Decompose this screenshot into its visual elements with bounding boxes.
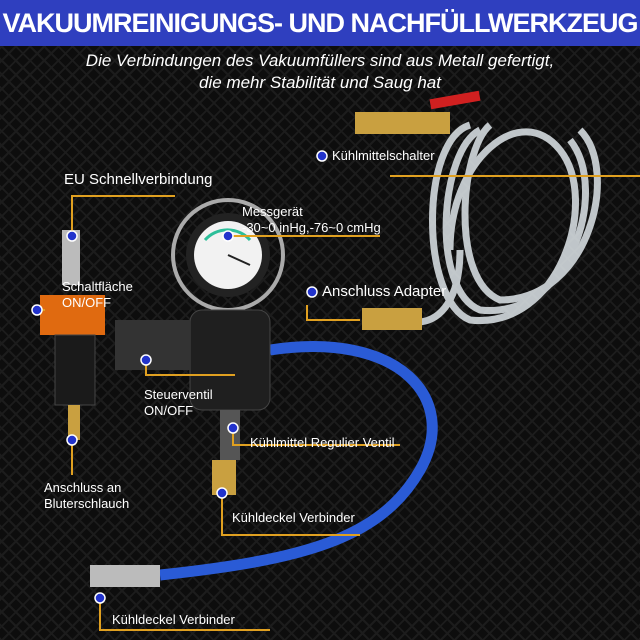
- label-kuehldeckel-verbinder: Kühldeckel Verbinder: [232, 510, 355, 525]
- subtitle-line: die mehr Stabilität und Saug hat: [199, 73, 441, 92]
- adapter: [362, 308, 422, 330]
- gauge-needle: [227, 254, 251, 266]
- title-banner: VAKUUMREINIGUNGS- UND NACHFÜLLWERKZEUG: [0, 0, 640, 46]
- subtitle-line: Die Verbindungen des Vakuumfüllers sind …: [85, 51, 555, 70]
- label-anschluss-adapter: Anschluss Adapter: [322, 283, 447, 300]
- label-kuehldeckel-verbinder-2: Kühldeckel Verbinder: [112, 612, 235, 627]
- label-line: ON/OFF: [62, 295, 112, 310]
- label-steuerventil: Steuerventil ON/OFF: [144, 387, 213, 419]
- label-line: Steuerventil: [144, 387, 213, 402]
- label-line: Messgerät: [242, 204, 303, 219]
- subtitle: Die Verbindungen des Vakuumfüllers sind …: [0, 50, 640, 94]
- clear-hose: [419, 121, 601, 326]
- label-messgeraet: Messgerät -30~0 inHg,-76~0 cmHg: [242, 204, 381, 236]
- label-line: -30~0 inHg,-76~0 cmHg: [242, 220, 381, 235]
- regulator-valve: [220, 410, 240, 460]
- red-lever: [429, 90, 481, 110]
- marker-dots: [31, 150, 328, 604]
- coolant-switch-valve: [355, 112, 450, 134]
- label-line: Schaltfläche: [62, 279, 133, 294]
- label-line: Anschluss an: [44, 480, 122, 495]
- label-regulier-ventil: Kühlmittel Regulier Ventil: [250, 435, 395, 450]
- label-schaltflaeche: Schaltfläche ON/OFF: [62, 279, 133, 311]
- control-valve: [115, 320, 190, 370]
- eu-quick-connect: [62, 230, 80, 285]
- bleeder-connector: [68, 405, 80, 440]
- quick-coupler: [90, 565, 160, 587]
- valve-body: [54, 334, 96, 406]
- label-line: Bluterschlauch: [44, 496, 130, 511]
- page-title: VAKUUMREINIGUNGS- UND NACHFÜLLWERKZEUG: [2, 7, 639, 38]
- label-eu-schnellverbindung: EU Schnellverbindung: [64, 171, 213, 188]
- label-kuehlmittelschalter: Kühlmittelschalter: [332, 148, 435, 163]
- blue-hose: [159, 341, 438, 581]
- label-anschluss-bluter: Anschluss an Bluterschlauch: [44, 480, 129, 512]
- button-housing: [40, 295, 105, 335]
- leader-lines: [40, 175, 640, 631]
- label-line: ON/OFF: [144, 403, 194, 418]
